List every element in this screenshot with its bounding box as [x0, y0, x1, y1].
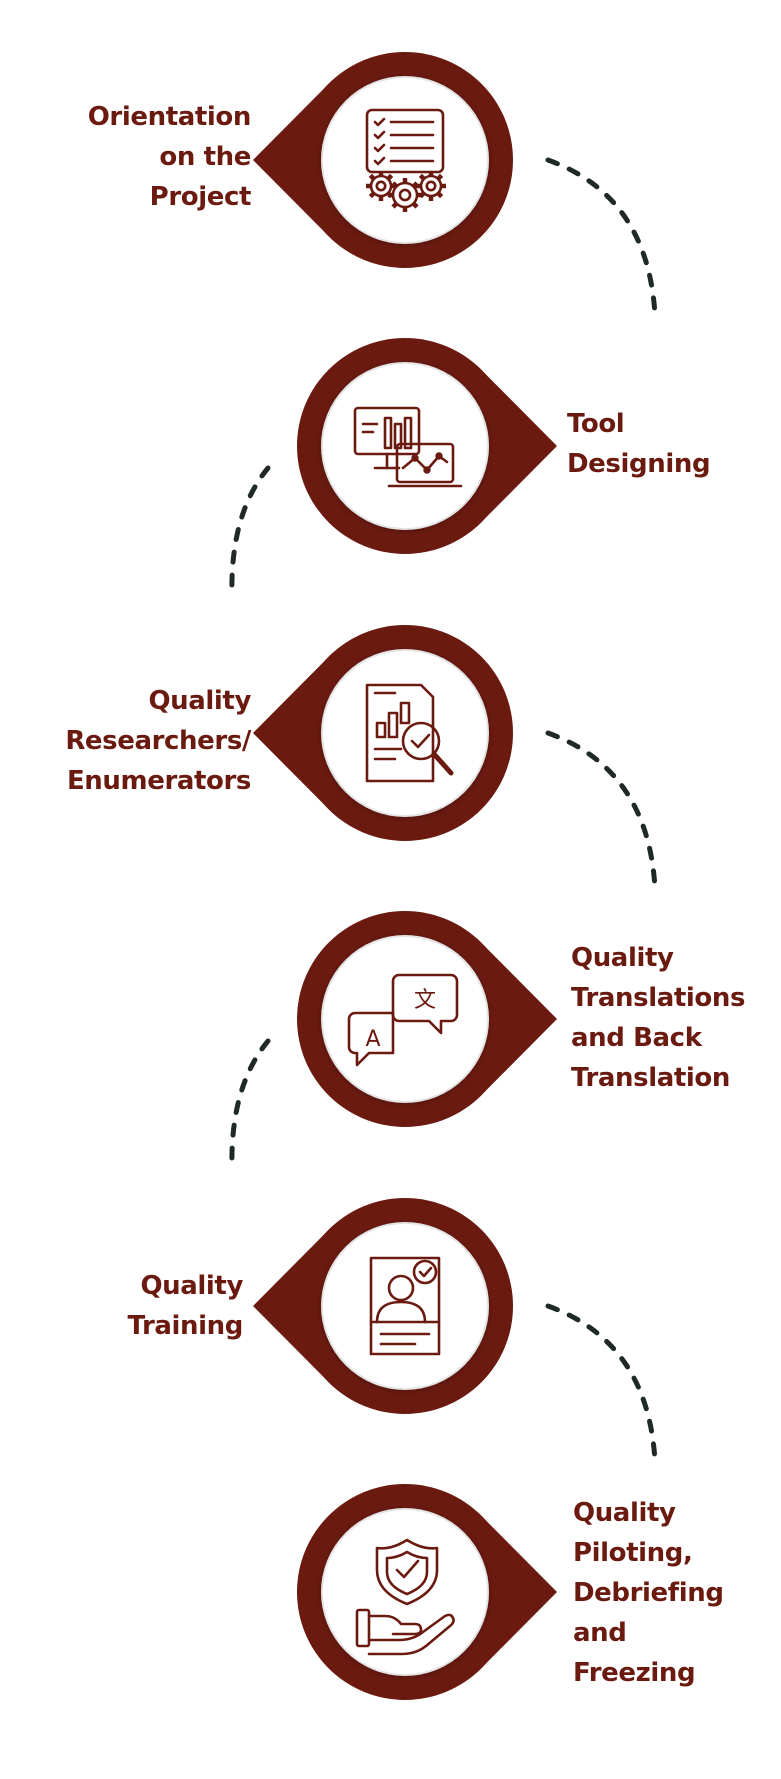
step-badge-2 [297, 338, 557, 554]
badge-inner-disc [321, 935, 489, 1103]
badge-inner-disc [321, 1222, 489, 1390]
step-label-line: on the [159, 142, 251, 172]
dashed-connector-3 [545, 730, 658, 891]
step-label-line: Freezing [573, 1658, 696, 1688]
monitor-laptop-charts-icon [353, 406, 463, 488]
translation-bubbles-icon: 文A [347, 973, 459, 1067]
step-label-line: Piloting, [573, 1538, 693, 1568]
step-badge-6 [297, 1484, 557, 1700]
step-label-line: Designing [567, 449, 711, 479]
svg-text:A: A [365, 1027, 380, 1052]
step-badge-4: 文A [297, 911, 557, 1127]
checklist-gears-icon [365, 108, 446, 212]
step-label-line: Orientation [87, 102, 252, 132]
dashed-connector-2 [229, 465, 271, 599]
step-label-line: Researchers/ [65, 726, 251, 756]
step-label-line: Debriefing [573, 1578, 724, 1608]
step-label-line: Enumerators [66, 766, 251, 796]
step-label-line: Project [149, 182, 252, 212]
step-label-line: Tool [567, 409, 625, 439]
step-label-line: Translations [571, 983, 746, 1013]
step-badge-3 [253, 625, 513, 841]
dashed-connector-4 [229, 1038, 271, 1172]
dashed-connector-1 [545, 157, 658, 318]
dashed-connector-5 [545, 1303, 658, 1464]
step-label-line: and [573, 1618, 627, 1648]
trainer-profile-icon [369, 1256, 441, 1356]
step-label-line: Translation [571, 1063, 731, 1093]
step-badge-1 [253, 52, 513, 268]
step-badge-5 [253, 1198, 513, 1414]
report-magnifier-check-icon [365, 683, 454, 783]
step-label-line: and Back [571, 1023, 702, 1053]
hand-shield-check-icon [355, 1538, 455, 1656]
step-badges: 文A [253, 52, 557, 1700]
step-label-line: Quality [140, 1271, 243, 1301]
step-label-line: Quality [573, 1498, 676, 1528]
dashed-connectors [229, 157, 658, 1464]
step-label-line: Quality [571, 943, 674, 973]
step-label-line: Training [127, 1311, 243, 1341]
svg-text:文: 文 [414, 988, 436, 1013]
step-label-line: Quality [148, 686, 251, 716]
